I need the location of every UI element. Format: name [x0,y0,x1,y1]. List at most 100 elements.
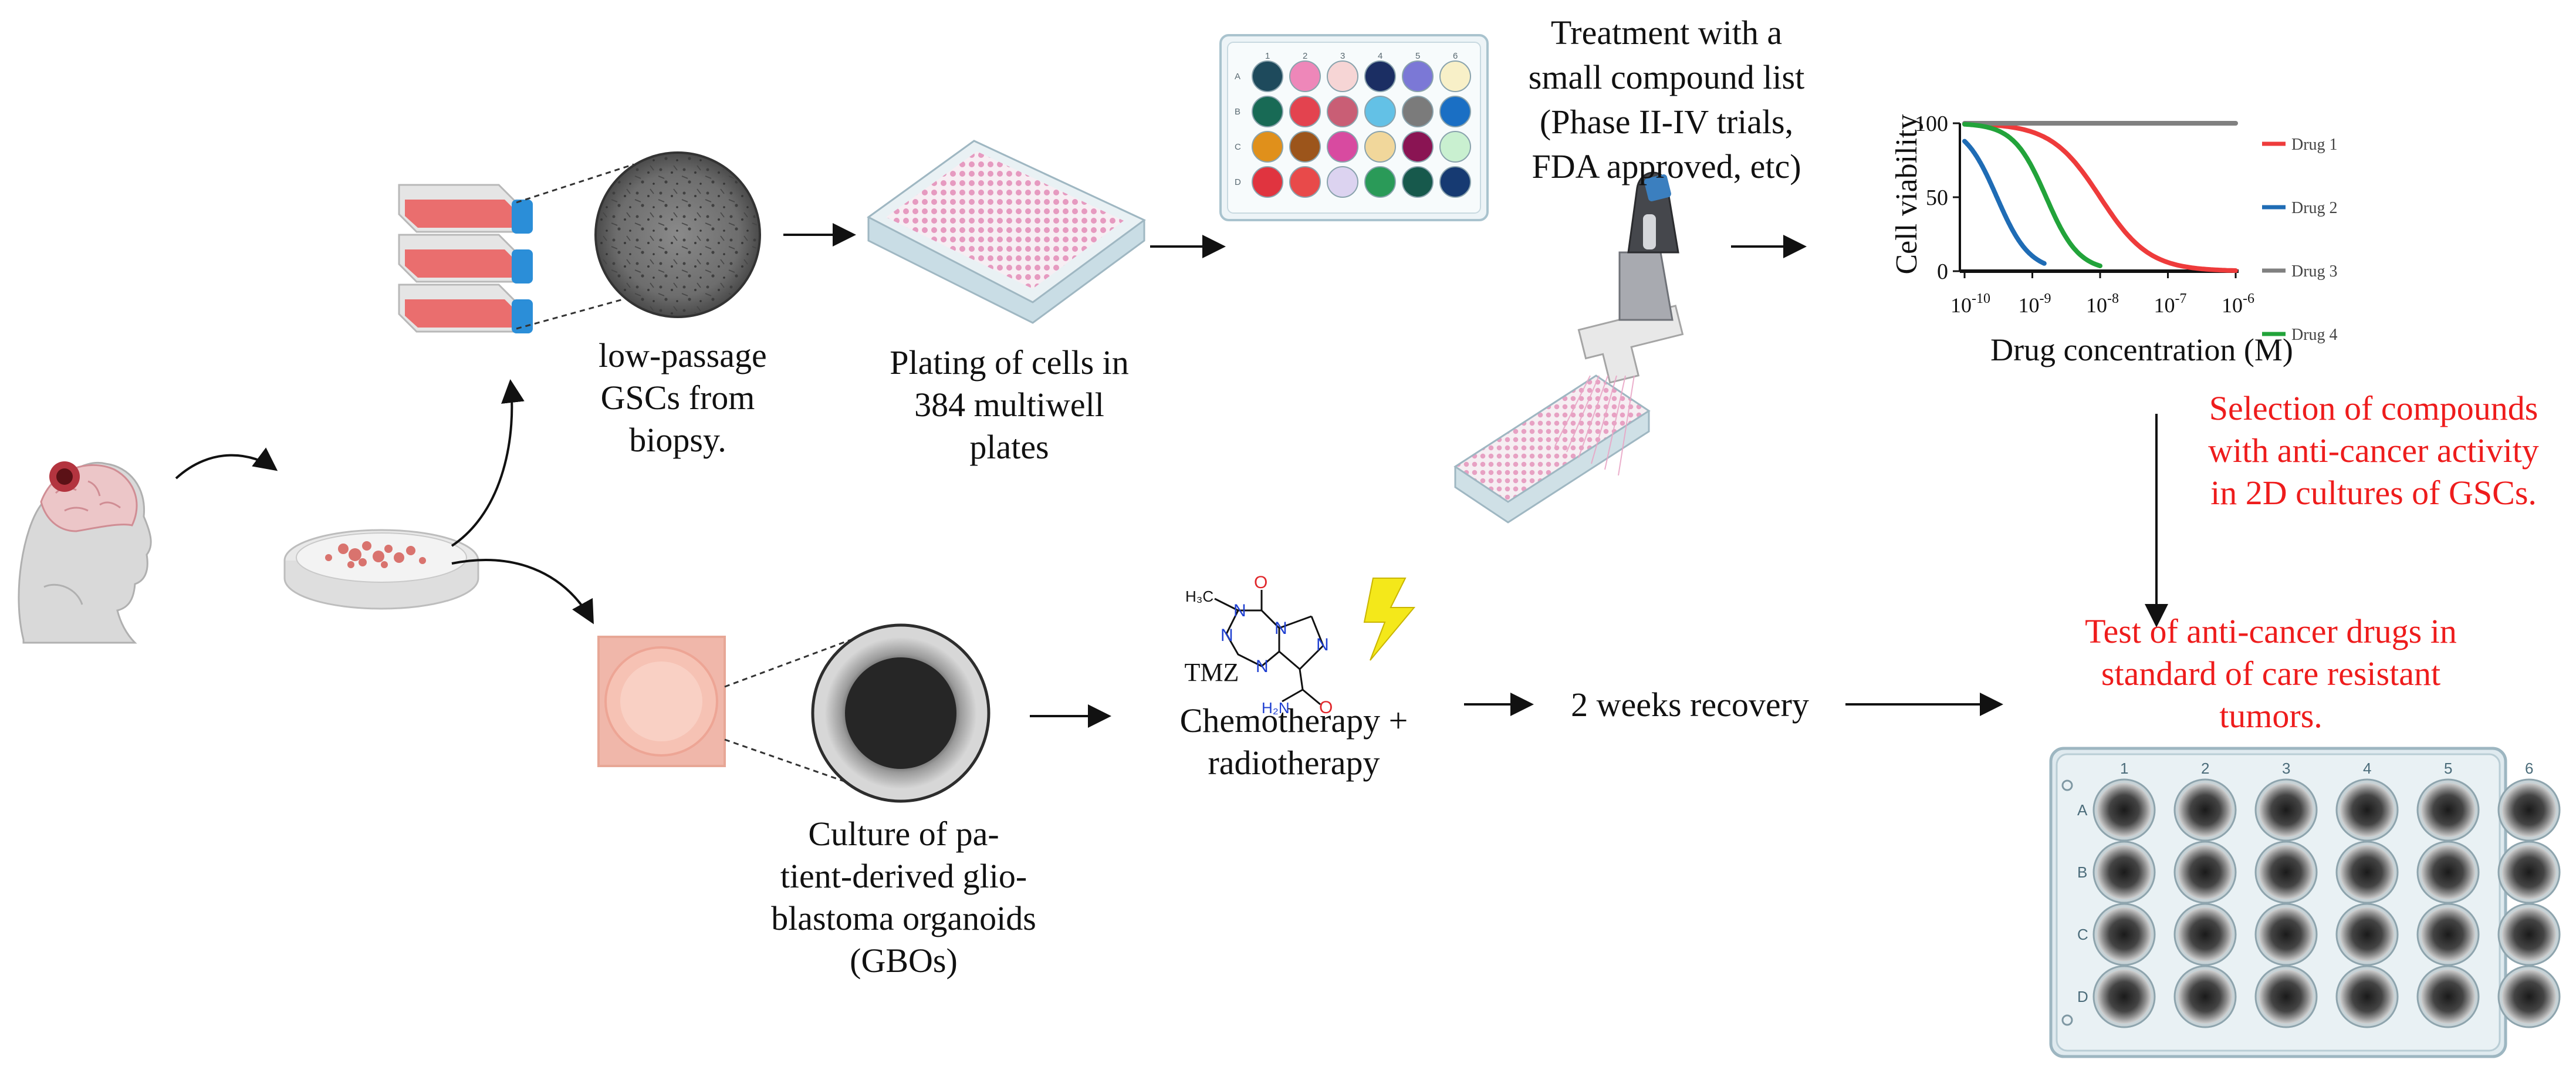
small-plate-well [1252,166,1283,198]
label-selection: Selection of compounds with anti-cancer … [2171,387,2576,514]
small-plate-well [1439,166,1471,198]
small-plate-well [1402,96,1434,127]
small-plate-row-label: B [1235,107,1240,117]
small-plate-col-label: 1 [1265,51,1270,61]
result-plate-col-label: 2 [2201,760,2209,777]
y-tick-label: 100 [1915,112,1948,136]
result-plate-well [2502,845,2556,899]
legend-label: Drug 4 [2291,326,2338,344]
small-plate-col-label: 6 [1453,51,1458,61]
series-line-drug-1 [1962,122,2238,273]
small-plate-well [1402,166,1434,198]
result-plate-well [2097,907,2151,961]
x-tick-label: 10-6 [2222,291,2254,317]
result-plate-well [2502,907,2556,961]
small-plate-well [1327,60,1358,92]
atom-n3: N [1256,657,1269,676]
small-plate-well [1327,131,1358,163]
chart-y-axis-label: Cell viability [1890,114,1923,275]
result-plate-well [2259,845,2313,899]
small-plate-well [1289,60,1321,92]
multichannel-pipette-illustration [1453,171,1684,524]
result-plate-col-label: 3 [2282,760,2290,777]
label-culture-line3: blastoma organoids [771,899,1036,937]
result-plate-row-label: D [2077,988,2088,1005]
result-plate-well [2340,907,2394,961]
organoid-micrograph [811,623,990,803]
legend-label: Drug 1 [2291,136,2338,154]
small-plate-well [1402,131,1434,163]
result-plate-well [2259,907,2313,961]
result-plate-well [2340,970,2394,1024]
result-plate-col-label: 6 [2525,760,2533,777]
small-plate-col-label: 2 [1303,51,1307,61]
384-well-plate-illustration [867,140,1146,324]
x-tick-label: 10-10 [1950,291,1990,317]
label-treatment-line3: (Phase II-IV trials, [1539,103,1794,141]
result-plate-well [2178,970,2232,1024]
petri-dish-biopsy-illustration [283,529,479,610]
x-tick-label: 10-9 [2019,291,2051,317]
series-line-drug-4 [1962,122,2102,268]
methyl-group: H₃C [1185,588,1213,605]
result-plate-well [2421,970,2475,1024]
arrow-dish-to-organoids [451,559,594,625]
result-plate-col-label: 1 [2120,760,2128,777]
gsc-micrograph [594,151,761,318]
result-plate-row-label: A [2077,801,2088,819]
label-gscs-line1: low-passage [599,336,767,374]
atom-n5: N [1316,635,1329,654]
label-culture-line4: (GBOs) [850,941,958,980]
arrow-dish-to-gscs [451,379,525,547]
small-plate-well [1364,96,1396,127]
label-test: Test of anti-cancer drugs in standard of… [2024,610,2517,737]
result-plate-well [2502,783,2556,837]
chart-x-axis-label: Drug concentration (M) [1990,332,2293,367]
amide-nh2: H₂N [1262,699,1290,717]
small-plate-well [1252,60,1283,92]
result-plate-well [2421,907,2475,961]
label-selection-line2: with anti-cancer activity [2208,431,2539,470]
legend-label: Drug 2 [2291,199,2338,217]
result-plate-well [2097,970,2151,1024]
label-chemo-line1: Chemotherapy + [1179,701,1408,740]
atom-n2: N [1221,626,1233,645]
result-plate-well [2259,783,2313,837]
small-plate-col-label: 5 [1415,51,1420,61]
result-plate-row-label: C [2077,926,2088,943]
result-plate-well [2340,845,2394,899]
organoid-dish-photo [597,636,726,767]
small-plate-well [1289,96,1321,127]
small-plate-row-label: A [1235,72,1240,82]
result-plate-well [2097,783,2151,837]
small-plate-well [1439,131,1471,163]
label-plating-line2: 384 multiwell [914,386,1104,424]
tmz-molecule-structure: O N N N N N H₃C O H₂N [1185,573,1333,717]
x-tick-label: 10-7 [2154,291,2187,317]
small-plate-well [1289,131,1321,163]
result-plate-well [2097,845,2151,899]
label-treatment: Treatment with a small compound list (Ph… [1499,11,1834,189]
small-plate-row-label: D [1235,177,1241,187]
small-plate-well [1252,131,1283,163]
label-recovery: 2 weeks recovery [1571,686,1809,724]
result-plate-row-label: B [2077,863,2087,881]
result-plate-well [2178,783,2232,837]
result-plate-well [2421,845,2475,899]
label-gscs-line2: GSCs from [600,379,755,417]
label-treatment-line2: small compound list [1528,58,1805,96]
small-plate-well [1439,60,1471,92]
zoom-lines-organoid [724,639,851,785]
result-plate-well [2421,783,2475,837]
patient-head-illustration [18,461,152,644]
label-selection-line1: Selection of compounds [2209,389,2538,427]
lightning-bolt-icon [1363,578,1416,661]
small-plate-well [1327,166,1358,198]
label-plating-line1: Plating of cells in [890,343,1129,382]
label-gscs: low-passage GSCs from biopsy. [599,335,767,461]
y-tick-label: 50 [1926,185,1948,210]
culture-flasks-illustration [398,184,533,333]
